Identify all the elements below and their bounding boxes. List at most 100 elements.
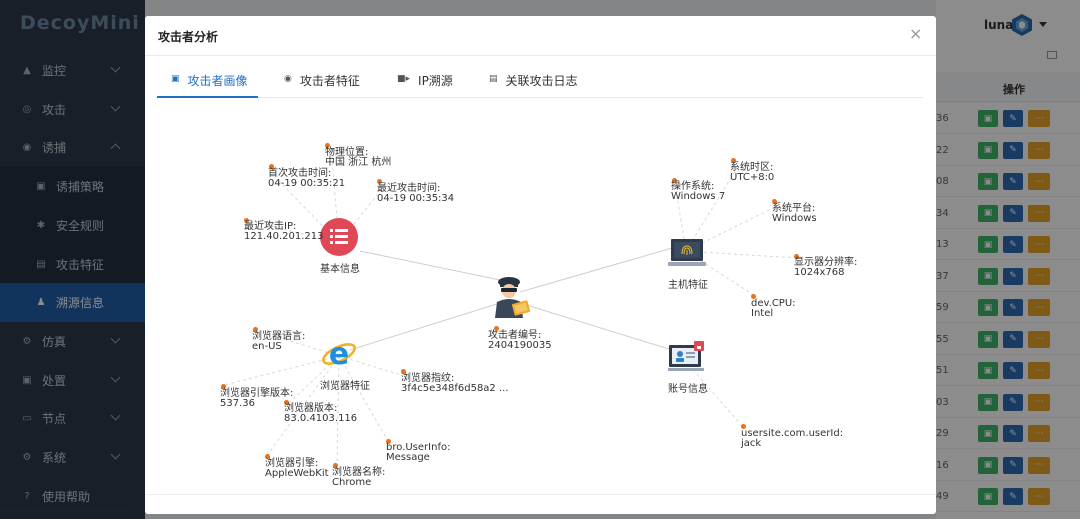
- sidebar-item-label: 诱捕策略: [56, 180, 105, 194]
- sidebar-item-label: 处置: [42, 374, 67, 388]
- view-button[interactable]: ▣: [978, 425, 998, 442]
- more-button[interactable]: ⋯: [1028, 488, 1050, 505]
- sidebar-item-label: 监控: [42, 64, 67, 78]
- edit-button[interactable]: ✎: [1003, 425, 1023, 442]
- more-button[interactable]: ⋯: [1028, 204, 1050, 222]
- column-settings-icon[interactable]: [1047, 51, 1057, 59]
- basic-info-icon[interactable]: [320, 218, 358, 256]
- sidebar-item-attack-features[interactable]: ▤ 攻击特征: [0, 245, 145, 284]
- sidebar-item-system[interactable]: ⚙ 系统: [0, 438, 145, 477]
- sidebar-item-label: 攻击: [42, 103, 67, 117]
- sidebar-item-label: 仿真: [42, 335, 67, 349]
- resolution-node: 显示器分辨率:1024x768: [794, 257, 858, 278]
- more-button[interactable]: ⋯: [1028, 362, 1050, 379]
- row-id-suffix: 37: [936, 270, 949, 282]
- view-button[interactable]: ▣: [978, 173, 998, 190]
- sidebar-item-trace-info[interactable]: ♟ 溯源信息: [0, 283, 145, 322]
- tab-bar: ▣ 攻击者画像 ◉ 攻击者特征 ■▸ IP溯源 ▤ 关联攻击日志: [157, 72, 923, 98]
- first-attack-node: 首次攻击时间:04-19 00:35:21: [268, 168, 346, 189]
- tab-attacker-profile[interactable]: ▣ 攻击者画像: [171, 74, 248, 88]
- edit-button[interactable]: ✎: [1003, 204, 1023, 222]
- host-fingerprint-icon[interactable]: [668, 237, 706, 269]
- tab-related-logs[interactable]: ▤ 关联攻击日志: [489, 74, 578, 88]
- caret-down-icon[interactable]: [1039, 22, 1047, 27]
- edit-button[interactable]: ✎: [1003, 393, 1023, 411]
- sidebar-item-trap[interactable]: ◉ 诱捕: [0, 128, 145, 167]
- view-button[interactable]: ▣: [978, 110, 998, 127]
- node-dot: [333, 463, 338, 468]
- more-button[interactable]: ⋯: [1028, 141, 1050, 159]
- node-dot: [386, 439, 391, 444]
- tab-ip-trace[interactable]: ■▸ IP溯源: [397, 74, 453, 88]
- edit-button[interactable]: ✎: [1003, 299, 1023, 316]
- sidebar-item-label: 溯源信息: [56, 296, 105, 310]
- close-icon[interactable]: ×: [909, 24, 923, 43]
- edit-button[interactable]: ✎: [1003, 236, 1023, 253]
- sidebar-item-simulation[interactable]: ⚙ 仿真: [0, 322, 145, 361]
- table-row: [936, 165, 1080, 197]
- view-button[interactable]: ▣: [978, 299, 998, 316]
- node-dot: [265, 454, 270, 459]
- more-button[interactable]: ⋯: [1028, 110, 1050, 127]
- account-user-node: usersite.com.userId:jack: [741, 428, 844, 449]
- edit-button[interactable]: ✎: [1003, 488, 1023, 505]
- edit-button[interactable]: ✎: [1003, 330, 1023, 348]
- monitor-icon: ▭: [22, 413, 32, 424]
- more-button[interactable]: ⋯: [1028, 173, 1050, 190]
- more-button[interactable]: ⋯: [1028, 425, 1050, 442]
- view-button[interactable]: ▣: [978, 204, 998, 222]
- sidebar-item-nodes[interactable]: ▭ 节点: [0, 399, 145, 438]
- node-dot: [672, 178, 677, 183]
- more-button[interactable]: ⋯: [1028, 393, 1050, 411]
- account-info-icon[interactable]: [668, 341, 706, 373]
- modal-title: 攻击者分析: [158, 30, 219, 44]
- edit-button[interactable]: ✎: [1003, 173, 1023, 190]
- edit-button[interactable]: ✎: [1003, 267, 1023, 285]
- view-button[interactable]: ▣: [978, 393, 998, 411]
- sidebar-item-help[interactable]: ? 使用帮助: [0, 477, 145, 516]
- edit-button[interactable]: ✎: [1003, 362, 1023, 379]
- user-name[interactable]: luna: [984, 18, 1014, 32]
- view-button[interactable]: ▣: [978, 456, 998, 474]
- view-button[interactable]: ▣: [978, 141, 998, 159]
- row-id-suffix: 22: [936, 144, 949, 156]
- view-button[interactable]: ▣: [978, 362, 998, 379]
- edit-button[interactable]: ✎: [1003, 456, 1023, 474]
- view-button[interactable]: ▣: [978, 330, 998, 348]
- last-ip-node: 最近攻击IP:121.40.201.213: [244, 221, 324, 242]
- tab-attacker-features[interactable]: ◉ 攻击者特征: [284, 74, 360, 88]
- more-button[interactable]: ⋯: [1028, 267, 1050, 285]
- table-row: [936, 323, 1080, 355]
- sidebar-item-disposal[interactable]: ▣ 处置: [0, 361, 145, 400]
- view-button[interactable]: ▣: [978, 236, 998, 253]
- node-dot: [772, 199, 777, 204]
- cpu-node: dev.CPU:Intel: [751, 298, 796, 319]
- view-button[interactable]: ▣: [978, 488, 998, 505]
- view-button[interactable]: ▣: [978, 267, 998, 285]
- more-button[interactable]: ⋯: [1028, 299, 1050, 316]
- browser-ie-icon[interactable]: e: [320, 335, 358, 373]
- user-avatar-icon[interactable]: [1010, 13, 1034, 37]
- more-button[interactable]: ⋯: [1028, 330, 1050, 348]
- node-dot: [221, 384, 226, 389]
- attacker-analysis-modal: 攻击者分析 × ▣ 攻击者画像 ◉ 攻击者特征 ■▸ IP溯源 ▤ 关联攻击日志: [145, 16, 936, 514]
- node-dot: [731, 158, 736, 163]
- sidebar-item-monitor[interactable]: ▲ 监控: [0, 51, 145, 90]
- browser-name-node: 浏览器名称:Chrome: [332, 467, 386, 488]
- sidebar-item-label: 系统: [42, 451, 67, 465]
- table-row: [936, 417, 1080, 449]
- edit-button[interactable]: ✎: [1003, 110, 1023, 127]
- sidebar-item-attack[interactable]: ◎ 攻击: [0, 90, 145, 129]
- table-header: [936, 72, 1080, 102]
- more-button[interactable]: ⋯: [1028, 456, 1050, 474]
- row-id-suffix: 55: [936, 333, 949, 345]
- fingerprint-icon: ◉: [284, 74, 292, 84]
- basic-info-label: 基本信息: [320, 264, 360, 275]
- table-row: [936, 386, 1080, 418]
- edit-button[interactable]: ✎: [1003, 141, 1023, 159]
- sidebar-item-security-rules[interactable]: ✱ 安全规则: [0, 206, 145, 245]
- more-button[interactable]: ⋯: [1028, 236, 1050, 253]
- sidebar-item-trap-policy[interactable]: ▣ 诱捕策略: [0, 167, 145, 206]
- svg-text:e: e: [329, 337, 349, 372]
- sidebar-item-label: 攻击特征: [56, 258, 105, 272]
